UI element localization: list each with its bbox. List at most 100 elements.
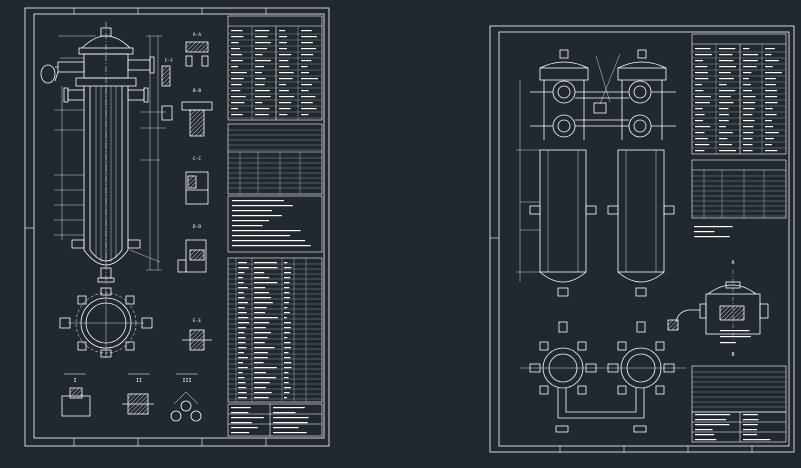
text-stroke <box>743 60 758 62</box>
text-stroke <box>719 72 731 74</box>
text-stroke <box>743 429 758 431</box>
text-stroke <box>238 287 248 289</box>
detail-views: I II III <box>61 373 202 422</box>
text-stroke <box>765 138 774 140</box>
text-stroke <box>695 150 705 152</box>
text-stroke <box>284 397 287 399</box>
text-stroke <box>765 84 776 86</box>
text-stroke <box>284 282 290 284</box>
text-stroke <box>279 72 294 74</box>
sheet-left: I II III A-A B-B C-C <box>24 7 330 447</box>
text-stroke <box>279 48 287 50</box>
text-stroke <box>254 287 266 289</box>
text-stroke <box>743 96 756 98</box>
text-stroke <box>254 292 269 294</box>
sheet-left-outer-border <box>24 7 330 447</box>
text-stroke <box>238 302 248 304</box>
text-stroke <box>694 236 730 238</box>
text-stroke <box>254 327 266 329</box>
text-stroke <box>284 367 292 369</box>
text-stroke <box>255 48 268 50</box>
text-stroke <box>284 377 289 379</box>
text-stroke <box>301 72 309 74</box>
text-stroke <box>284 352 289 354</box>
text-stroke <box>254 297 271 299</box>
view-label-b: B <box>731 352 734 358</box>
sheet-right-outer-border <box>489 25 795 453</box>
text-stroke <box>743 78 749 80</box>
text-stroke <box>231 48 240 50</box>
text-stroke <box>254 272 265 274</box>
text-stroke <box>238 332 245 334</box>
text-stroke <box>743 439 771 441</box>
text-stroke <box>231 102 245 104</box>
parts-table-right <box>691 365 787 413</box>
text-stroke <box>231 427 258 429</box>
text-stroke <box>284 262 288 264</box>
text-stroke <box>231 108 239 110</box>
text-stroke <box>695 114 705 116</box>
text-stroke <box>695 102 710 104</box>
text-stroke <box>719 78 734 80</box>
text-stroke <box>694 231 715 233</box>
text-stroke <box>284 342 291 344</box>
text-stroke <box>232 220 270 222</box>
text-stroke <box>301 96 316 98</box>
text-stroke <box>719 132 733 134</box>
text-stroke <box>238 397 247 399</box>
text-stroke <box>765 150 778 152</box>
flange-ring-1 <box>552 80 576 104</box>
text-stroke <box>254 342 265 344</box>
text-stroke <box>301 84 313 86</box>
text-stroke <box>238 347 247 349</box>
text-stroke <box>301 60 312 62</box>
text-stroke <box>255 54 263 56</box>
text-stroke <box>743 150 753 152</box>
text-stroke <box>301 36 317 38</box>
text-stroke <box>254 282 278 284</box>
text-stroke <box>743 419 759 421</box>
text-stroke <box>231 36 244 38</box>
text-stroke <box>232 210 272 212</box>
text-stroke <box>279 84 287 86</box>
section-label-2: B-B <box>193 88 201 94</box>
text-stroke <box>255 66 264 68</box>
text-stroke <box>301 108 317 110</box>
text-stroke <box>301 48 317 50</box>
text-stroke <box>255 42 271 44</box>
text-stroke <box>232 205 293 207</box>
text-stroke <box>254 397 269 399</box>
text-stroke <box>255 102 263 104</box>
text-stroke <box>238 292 244 294</box>
right-tables <box>691 33 787 443</box>
text-stroke <box>284 312 290 314</box>
text-stroke <box>254 362 264 364</box>
text-stroke <box>719 126 726 128</box>
text-stroke <box>765 144 772 146</box>
text-stroke <box>765 114 777 116</box>
text-stroke <box>695 138 708 140</box>
text-stroke <box>719 66 736 68</box>
nozzle-detail-view: A B <box>667 260 769 358</box>
text-stroke <box>743 108 755 110</box>
text-stroke <box>231 114 243 116</box>
text-stroke <box>743 114 753 116</box>
nozzle-table-right <box>691 159 787 219</box>
text-stroke <box>232 245 311 247</box>
section-label-1: A-A <box>193 32 201 38</box>
detail-label-2: II <box>136 378 142 384</box>
text-stroke <box>284 277 291 279</box>
text-stroke <box>695 424 730 426</box>
text-stroke <box>720 336 751 338</box>
text-stroke <box>765 60 779 62</box>
text-stroke <box>301 30 312 32</box>
text-stroke <box>743 72 752 74</box>
text-stroke <box>279 78 293 80</box>
parts-list-table <box>227 257 323 403</box>
dimension-lines <box>61 35 162 271</box>
leader-lines <box>54 35 166 263</box>
text-stroke <box>743 48 750 50</box>
text-stroke <box>254 352 268 354</box>
text-stroke <box>238 342 246 344</box>
text-stroke <box>238 277 243 279</box>
